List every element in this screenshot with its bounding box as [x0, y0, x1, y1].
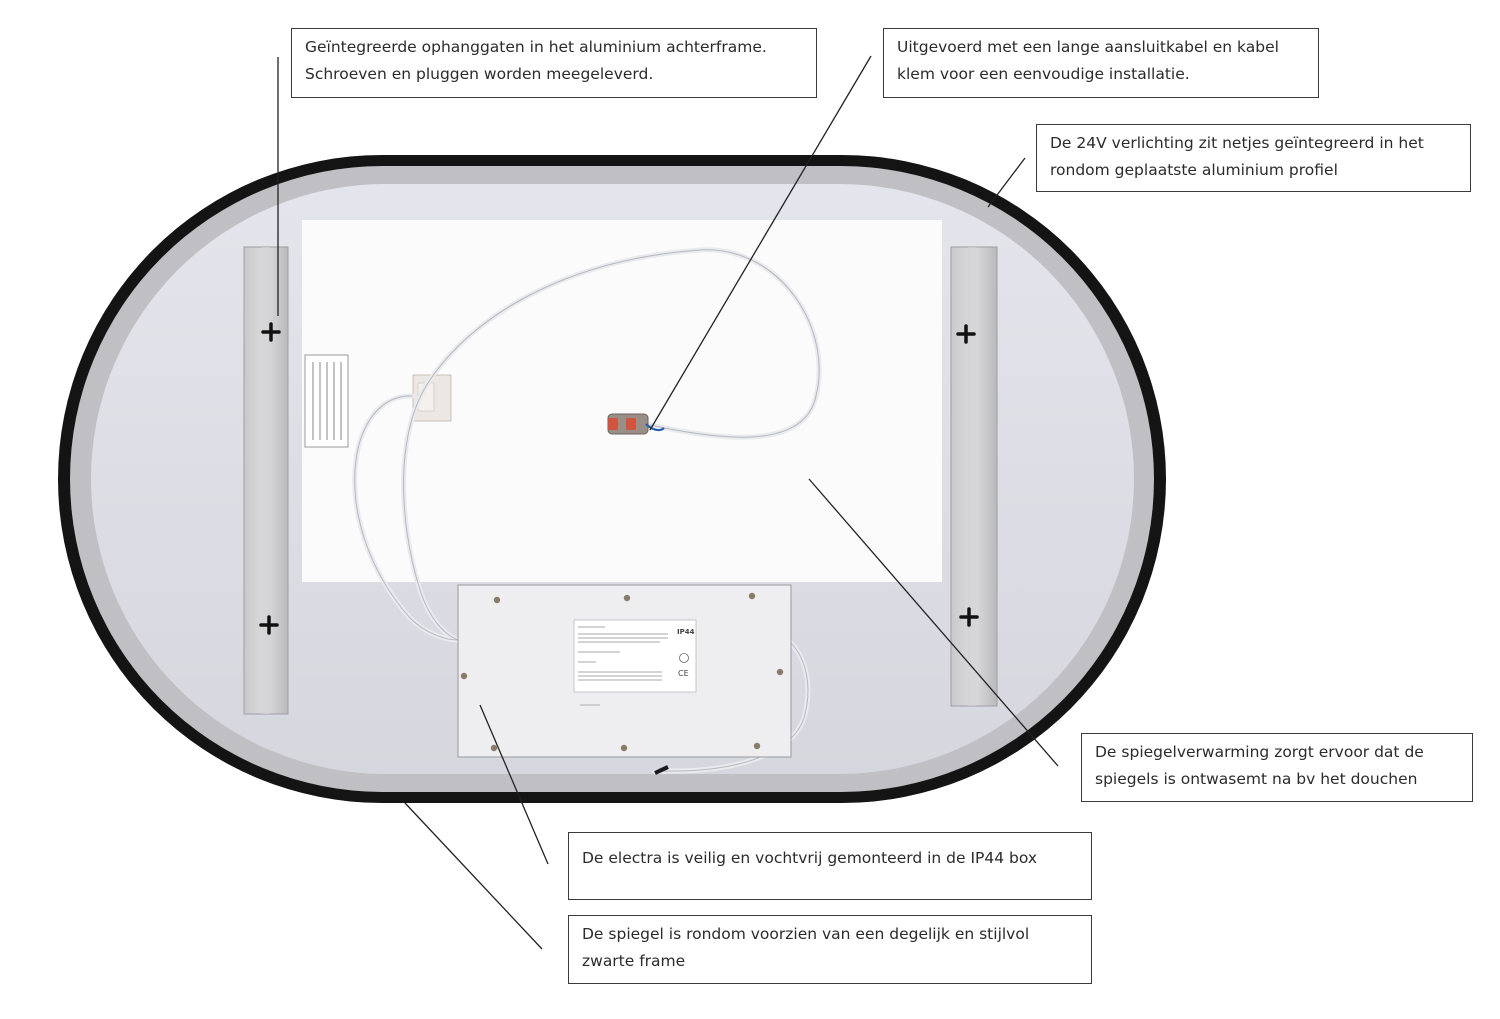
callout-text: zwarte frame [582, 948, 1079, 975]
ip-rating-label: IP44 [677, 628, 695, 636]
ip44-box: IP44 CE [458, 585, 791, 757]
leader-lighting [988, 158, 1025, 207]
callout-mounting-holes: Geïntegreerde ophanggaten in het alumini… [291, 28, 817, 98]
callout-text: klem voor een eenvoudige installatie. [897, 61, 1306, 88]
box-label: IP44 CE [574, 620, 696, 692]
callout-text: Geïntegreerde ophanggaten in het alumini… [305, 34, 804, 61]
callout-text: De 24V verlichting zit netjes geïntegree… [1050, 130, 1458, 157]
callout-text: Uitgevoerd met een lange aansluitkabel e… [897, 34, 1306, 61]
callout-cable: Uitgevoerd met een lange aansluitkabel e… [883, 28, 1319, 98]
leader-frame [405, 803, 542, 949]
callout-text: De spiegelverwarming zorgt ervoor dat de [1095, 739, 1460, 766]
callout-text: spiegels is ontwasemt na bv het douchen [1095, 766, 1460, 793]
left-mounting-bar [244, 247, 288, 714]
right-mounting-bar [951, 247, 997, 706]
callout-text: Schroeven en pluggen worden meegeleverd. [305, 61, 804, 88]
callout-text: rondom geplaatste aluminium profiel [1050, 157, 1458, 184]
callout-heating: De spiegelverwarming zorgt ervoor dat de… [1081, 733, 1473, 802]
callout-text: De spiegel is rondom voorzien van een de… [582, 921, 1079, 948]
heating-foil [302, 220, 942, 582]
callout-text: De electra is veilig en vochtvrij gemont… [582, 845, 1079, 872]
callout-frame: De spiegel is rondom voorzien van een de… [568, 915, 1092, 984]
product-label [305, 355, 348, 447]
callout-electra: De electra is veilig en vochtvrij gemont… [568, 832, 1092, 900]
ce-mark: CE [678, 669, 689, 678]
callout-lighting: De 24V verlichting zit netjes geïntegree… [1036, 124, 1471, 192]
